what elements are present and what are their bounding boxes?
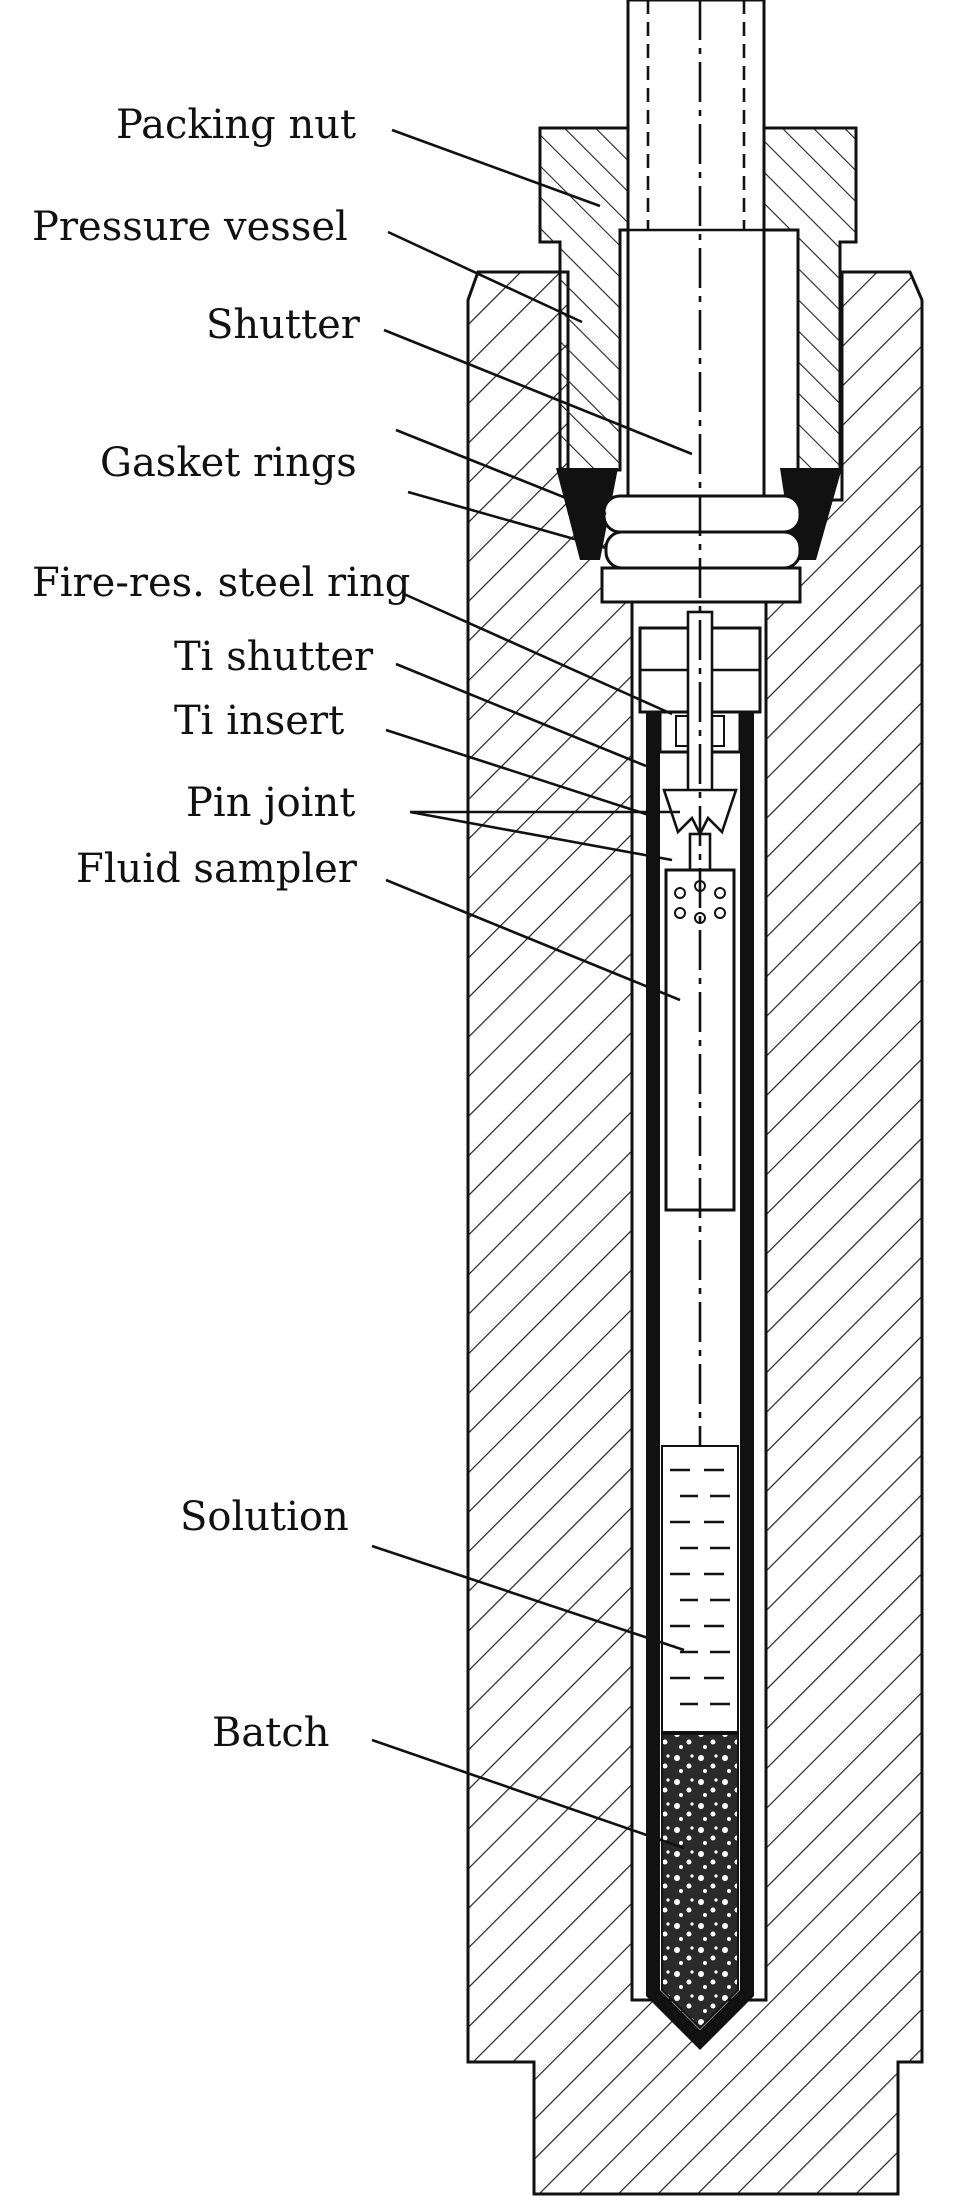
leader-gasket-upper [395,428,607,516]
leader-gasket-lower [407,490,607,550]
solution-dashes [670,1468,730,1706]
ti-insert [646,712,754,2050]
gasket-ring-left [556,468,618,560]
label-batch: Batch [212,1710,329,1756]
label-pin-joint: Pin joint [186,780,355,826]
leader-ti-insert [385,728,653,818]
leader-fire-res [403,592,673,716]
packing-nut [538,126,858,472]
leader-pin-joint-b [409,810,673,862]
label-fire-res-steel-ring: Fire-res. steel ring [32,560,410,606]
label-shutter: Shutter [206,302,361,348]
leader-solution [371,1544,685,1652]
label-packing-nut: Packing nut [116,102,356,148]
shutter-stem [626,0,766,502]
leader-fluid-sampler [385,878,681,1002]
solution [661,1445,739,1733]
leader-packing-nut [391,128,601,208]
leader-pressure-vessel [387,230,583,324]
leader-lines [371,128,693,1850]
leader-shutter [383,328,693,456]
gasket-ring-upper [602,494,802,534]
label-gasket-rings: Gasket rings [100,440,357,486]
label-pressure-vessel: Pressure vessel [32,204,348,250]
gasket-ring-lower [604,530,802,570]
leader-ti-shutter [395,662,647,768]
label-fluid-sampler: Fluid sampler [76,846,358,892]
label-ti-shutter: Ti shutter [174,634,374,680]
batch [661,1733,739,2030]
leader-batch [371,1738,685,1850]
label-ti-insert: Ti insert [174,698,344,744]
label-solution: Solution [180,1494,349,1540]
